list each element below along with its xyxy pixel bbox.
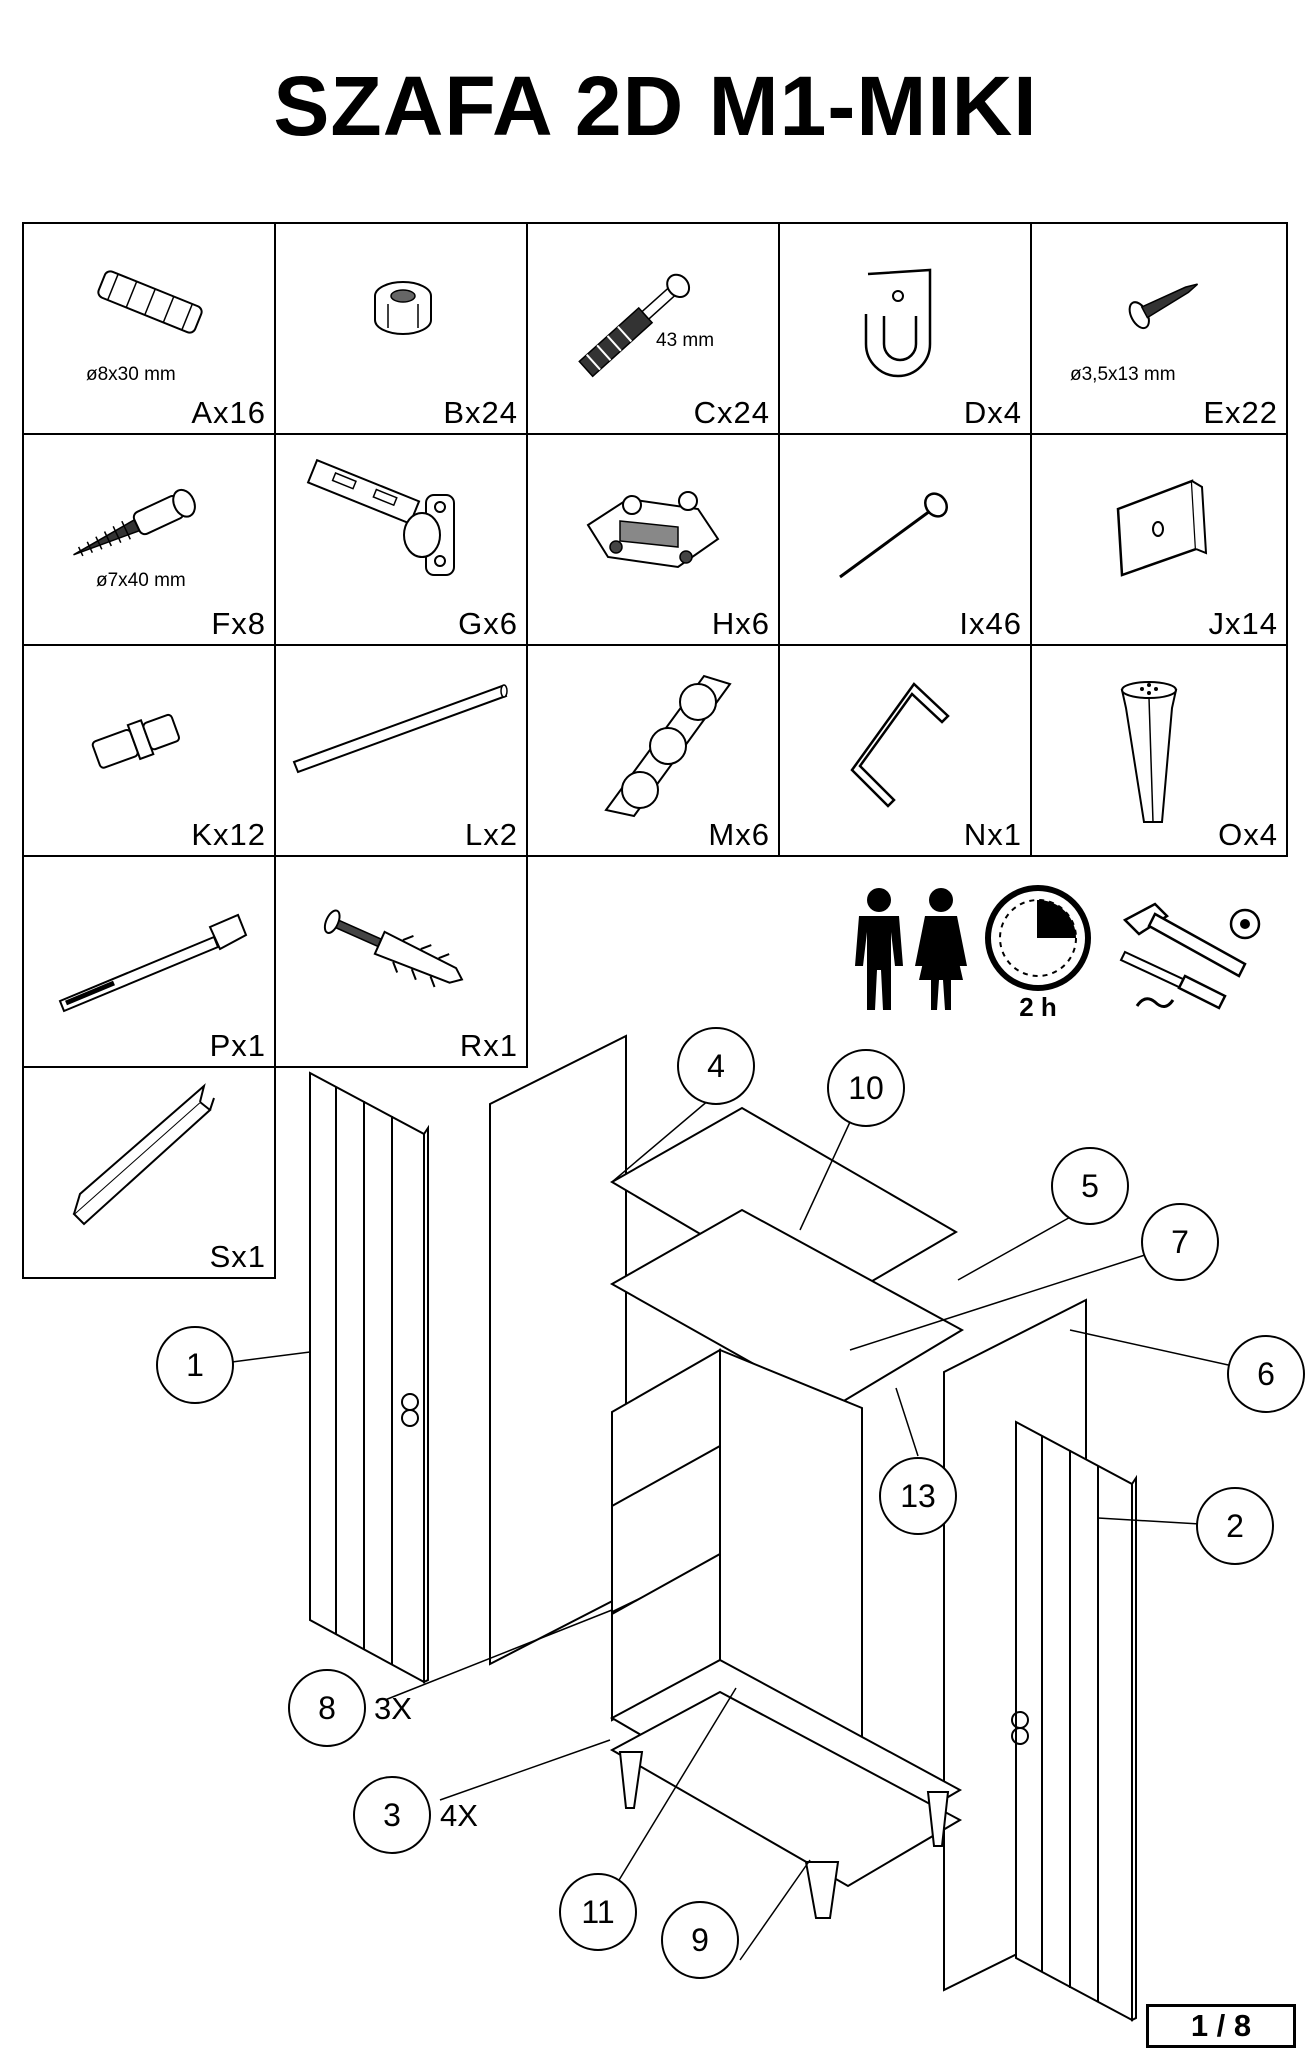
- part-cell-e: ø3,5x13 mm Ex22: [1030, 222, 1288, 435]
- callout-8-label: 8: [318, 1690, 336, 1726]
- part-cell-m: Mx6: [526, 644, 780, 857]
- part-r-quantity: Rx1: [459, 1028, 518, 1063]
- assembly-time: 2 h: [1019, 992, 1057, 1022]
- callout-8-circle: [288, 1669, 366, 1747]
- wood-screw-icon: [1128, 283, 1199, 330]
- callout-4-label: 4: [707, 1048, 725, 1084]
- part-f-dimension: ø7x40 mm: [96, 570, 186, 591]
- anti-tip-strap-icon: [58, 913, 248, 1013]
- callout-8-multiplier: 3X: [374, 1691, 412, 1726]
- part-c-dimension: 43 mm: [656, 330, 715, 351]
- door-left-edge: [423, 1124, 429, 1684]
- part-g-quantity: Gx6: [458, 606, 518, 641]
- cam-bolt-icon: [578, 273, 691, 378]
- cam-lock-icon: [374, 281, 432, 335]
- connector-screw-icon: [73, 488, 196, 557]
- part-a-dimension: ø8x30 mm: [86, 364, 176, 385]
- callout-2-circle: [1196, 1487, 1274, 1565]
- shelf-pin-icon: [91, 713, 181, 769]
- callout-1-label: 1: [186, 1347, 204, 1383]
- callout-7-label: 7: [1171, 1224, 1189, 1260]
- page-title: SZAFA 2D M1-MIKI: [273, 59, 1038, 153]
- hinge-icon: [306, 458, 455, 576]
- part-cell-l: Lx2: [274, 644, 528, 857]
- part-cell-h: Hx6: [526, 433, 780, 646]
- part-j-quantity: Jx14: [1208, 606, 1278, 641]
- callout-13-label: 13: [900, 1478, 936, 1514]
- two-people-icon: [855, 888, 967, 1010]
- part-cell-k: Kx12: [22, 644, 276, 857]
- part-cell-g: Gx6: [274, 433, 528, 646]
- part-k-quantity: Kx12: [191, 817, 266, 852]
- hanging-rod-icon: [292, 684, 508, 774]
- wooden-dowel-icon: [97, 270, 203, 334]
- cover-caps-icon: [604, 674, 732, 818]
- callout-1-circle: [156, 1326, 234, 1404]
- tools-icon: [1119, 902, 1261, 1010]
- allen-key-icon: [850, 682, 950, 808]
- part-h-quantity: Hx6: [711, 606, 770, 641]
- callout-2-label: 2: [1226, 1508, 1244, 1544]
- part-b-quantity: Bx24: [443, 395, 518, 430]
- part-cell-i: Ix46: [778, 433, 1032, 646]
- part-cell-d: Dx4: [778, 222, 1032, 435]
- exploded-assembly-diagram: [231, 1034, 1261, 2022]
- part-cell-p: Px1: [22, 855, 276, 1068]
- part-cell-a: ø8x30 mm Ax16: [22, 222, 276, 435]
- part-cell-o: Ox4: [1030, 644, 1288, 857]
- callout-9-label: 9: [691, 1922, 709, 1958]
- clock-icon: [985, 885, 1091, 991]
- part-cell-r: Rx1: [274, 855, 528, 1068]
- callout-4-circle: [677, 1027, 755, 1105]
- parts-grid: ø8x30 mm Ax16 Bx24 43 mm Cx24: [22, 222, 1288, 1279]
- base-panel: [609, 1690, 963, 1888]
- callout-11-circle: [559, 1873, 637, 1951]
- callout-13-circle: [879, 1457, 957, 1535]
- callout-5-label: 5: [1081, 1168, 1099, 1204]
- part-p-quantity: Px1: [209, 1028, 266, 1063]
- part-cell-j: Jx14: [1030, 433, 1288, 646]
- part-a-quantity: Ax16: [191, 395, 266, 430]
- callout-3-circle: [353, 1776, 431, 1854]
- callout-6-label: 6: [1257, 1356, 1275, 1392]
- callout-3-label: 3: [383, 1797, 401, 1833]
- part-f-quantity: Fx8: [211, 606, 266, 641]
- part-i-quantity: Ix46: [959, 606, 1022, 641]
- part-l-quantity: Lx2: [465, 817, 518, 852]
- callout-11-label: 11: [581, 1894, 614, 1930]
- page-number: 1 / 8: [1146, 2004, 1296, 2048]
- callout-7-circle: [1141, 1203, 1219, 1281]
- callout-3-multiplier: 4X: [440, 1798, 478, 1833]
- callout-9-circle: [661, 1901, 739, 1979]
- callout-5-circle: [1051, 1147, 1129, 1225]
- part-s-quantity: Sx1: [209, 1239, 266, 1274]
- part-d-quantity: Dx4: [963, 395, 1022, 430]
- part-cell-n: Nx1: [778, 644, 1032, 857]
- part-o-quantity: Ox4: [1218, 817, 1278, 852]
- part-m-quantity: Mx6: [708, 817, 770, 852]
- part-e-quantity: Ex22: [1203, 395, 1278, 430]
- part-e-dimension: ø3,5x13 mm: [1070, 364, 1176, 385]
- nail-icon: [839, 492, 948, 579]
- rail-support-icon: [864, 268, 932, 378]
- part-c-quantity: Cx24: [693, 395, 770, 430]
- corner-bracket-icon: [1116, 479, 1208, 577]
- callout-10-circle: [827, 1049, 905, 1127]
- profile-bracket-icon: [72, 1083, 215, 1226]
- callout-10-label: 10: [848, 1070, 884, 1106]
- assembly-info: 2 h: [845, 880, 1285, 1030]
- wall-anchor-icon: [323, 909, 464, 988]
- part-cell-s: Sx1: [22, 1066, 276, 1279]
- hinge-plate-icon: [586, 491, 720, 569]
- part-cell-f: ø7x40 mm Fx8: [22, 433, 276, 646]
- part-n-quantity: Nx1: [963, 817, 1022, 852]
- furniture-leg-icon: [1120, 681, 1178, 823]
- callout-6-circle: [1227, 1335, 1305, 1413]
